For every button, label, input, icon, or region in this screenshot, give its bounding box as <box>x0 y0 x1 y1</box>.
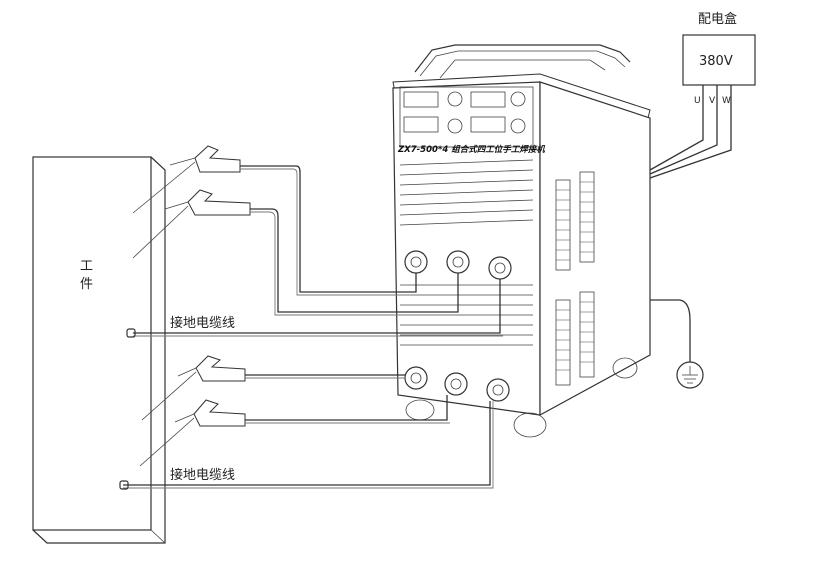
welding-cables <box>123 165 503 489</box>
phase-w-label: W <box>722 96 731 106</box>
workpiece-label-2: 件 <box>80 277 93 292</box>
electrode-holder-1 <box>132 145 241 214</box>
phase-v-label: V <box>709 96 716 106</box>
workpiece: 工 件 <box>32 156 166 544</box>
model-label: ZX7-500*4 组合式四工位手工焊接机 <box>397 144 545 155</box>
phase-u-label: U <box>694 96 701 106</box>
upper-terminals <box>404 250 512 280</box>
distribution-box-title: 配电盒 <box>698 11 737 27</box>
electrode-holder-2 <box>132 189 251 259</box>
voltage-label: 380V <box>699 54 733 69</box>
welding-machine: ZX7-500*4 组合式四工位手工焊接机 <box>392 44 651 438</box>
electrode-holder-3 <box>141 355 246 421</box>
distribution-box: 配电盒 380V U V W <box>649 11 756 179</box>
electrode-holder-4 <box>139 399 246 467</box>
earth-ground <box>650 299 704 389</box>
ground-clamp-1 <box>126 328 136 338</box>
workpiece-label-1: 工 <box>80 259 93 274</box>
ground-cable-label-2: 接地电缆线 <box>170 467 235 483</box>
ground-clamp-2 <box>119 480 129 490</box>
ground-cable-label-1: 接地电缆线 <box>170 315 235 331</box>
